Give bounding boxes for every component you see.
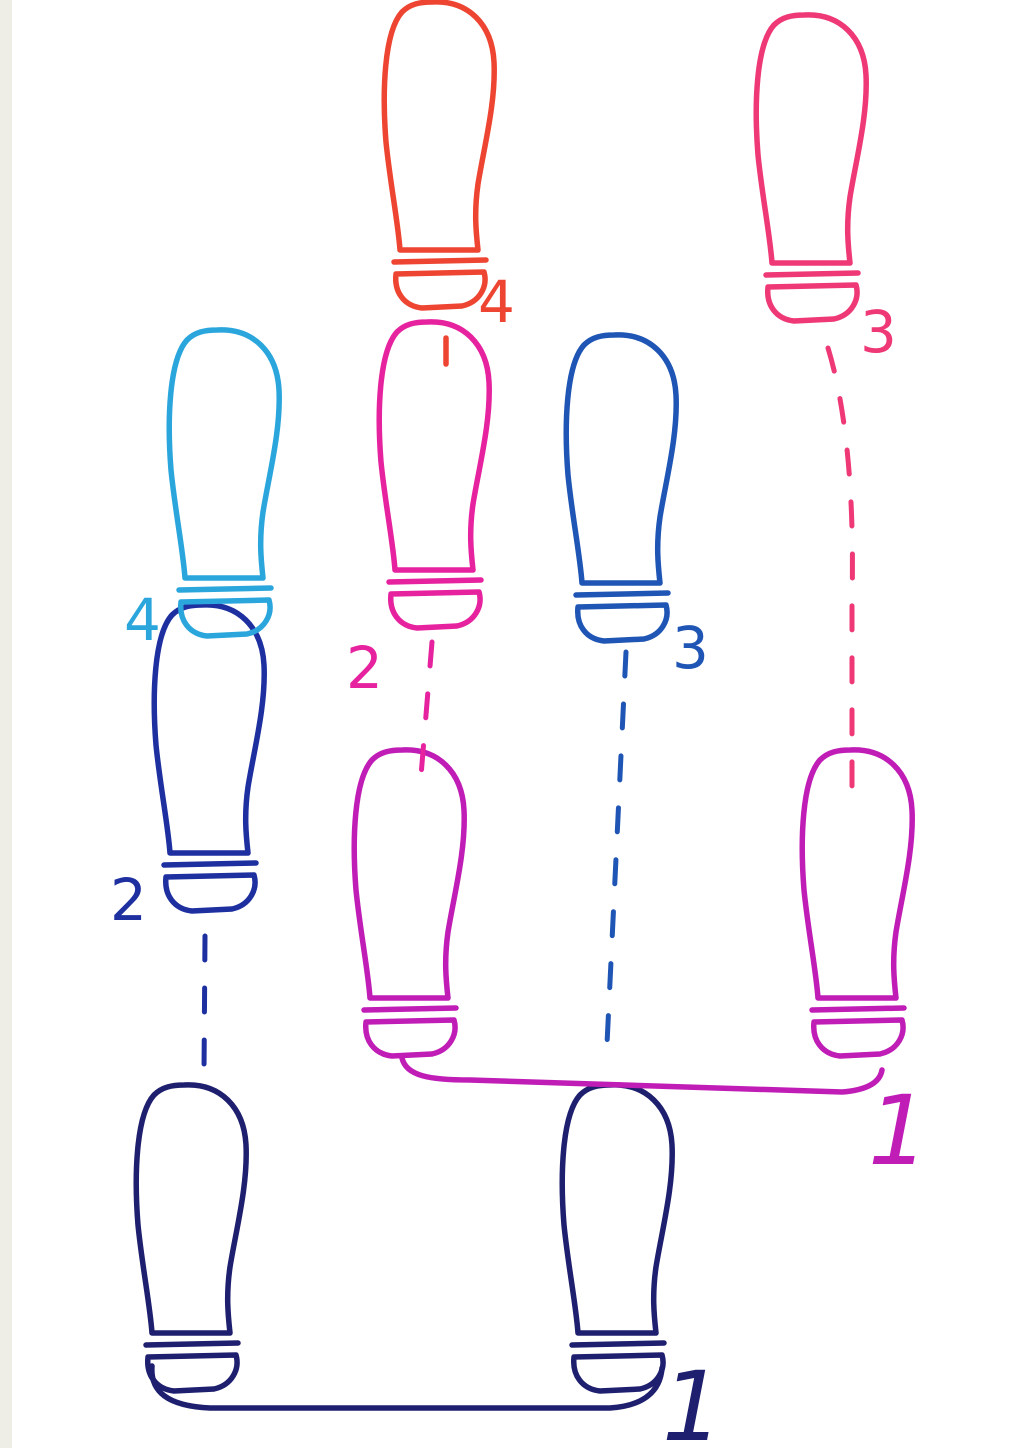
footprint-red [384, 2, 494, 308]
footprint-rose [756, 15, 866, 321]
dashed-path-pink [420, 642, 432, 788]
footprint-navy-left [136, 1085, 246, 1391]
dashed-path-mid-blue [607, 652, 626, 1044]
step-number-navy: 1 [662, 1351, 723, 1448]
footprint-blue [154, 605, 264, 911]
step-number-mid-blue: 3 [672, 614, 709, 682]
footprint-cyan [169, 330, 279, 636]
footprint-magenta-left [354, 750, 464, 1056]
connector-magenta [402, 1058, 882, 1092]
dashed-path-blue [204, 936, 205, 1072]
footprint-pink [379, 322, 489, 628]
footprint-navy-right [562, 1085, 672, 1391]
step-number-blue: 2 [110, 866, 147, 934]
step-number-cyan: 4 [124, 586, 161, 654]
step-number-rose: 3 [860, 298, 897, 366]
step-number-pink: 2 [346, 634, 383, 702]
dashed-path-rose [828, 348, 852, 790]
footprint-magenta-right [802, 750, 912, 1056]
footprint-mid-blue [566, 335, 676, 641]
step-number-magenta: 1 [868, 1075, 929, 1187]
step-number-red: 4 [478, 268, 515, 336]
